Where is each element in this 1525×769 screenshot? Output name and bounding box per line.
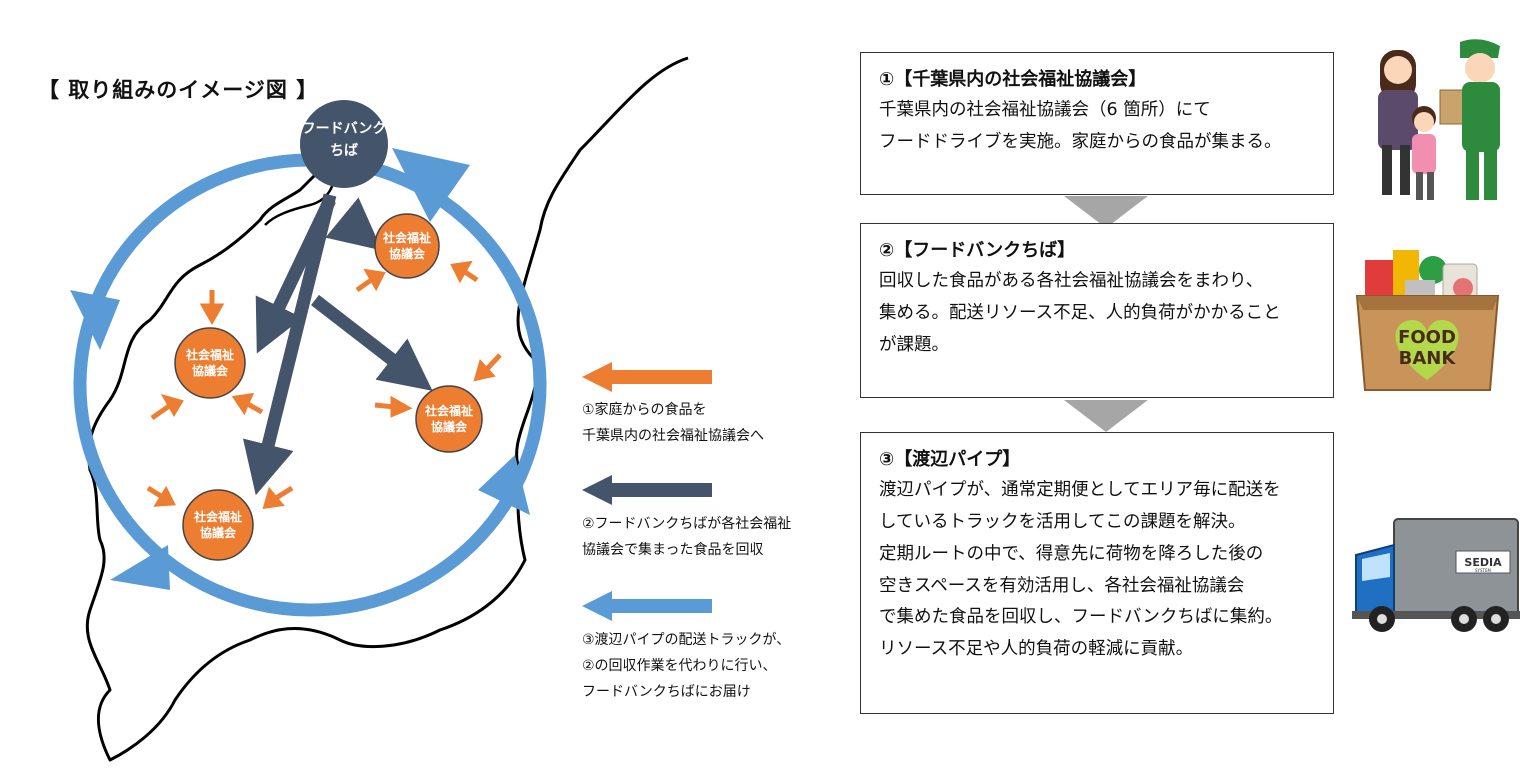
step-box-2: ②【フードバンクちば】 回収した食品がある各社会福祉協議会をまわり、 集める。配… [860,223,1334,398]
legend-text-2: ②フードバンクちばが各社会福祉協議会で集まった食品を回収 [582,516,792,558]
hub-node [300,100,388,188]
step-down-arrow [1064,196,1148,228]
step-title: ③【渡辺パイプ】 [879,449,1021,470]
step-down-arrow [1064,400,1148,432]
legend-text-3: ③渡辺パイプの配送トラックが、②の回収作業を代わりに行い、フードバンクちばにお届… [582,632,791,700]
truck-brand: SEDIA [1464,556,1502,569]
council-label: 社会福祉協議会 [193,510,242,541]
council-node [415,385,483,453]
ring-arrowhead [392,148,470,222]
family-donation-illustration [1378,39,1500,200]
ring-arrowhead [110,545,170,590]
food-bank-box-illustration: FOOD BANK [1355,250,1500,391]
foodbox-line2: BANK [1399,348,1457,369]
council-node [182,489,254,561]
step-box-3: ③【渡辺パイプ】 渡辺パイプが、通常定期便としてエリア毎に配送を しているトラッ… [860,432,1334,714]
step-title: ①【千葉県内の社会福祉協議会】 [879,69,1147,90]
council-node [174,327,246,399]
ring-arrowhead [70,290,120,350]
legend-arrow-orange [582,362,712,392]
legend-text-1: ①家庭からの食品を千葉県内の社会福祉協議会へ [582,402,764,444]
step-box-1: ①【千葉県内の社会福祉協議会】 千葉県内の社会福祉協議会（6 箇所）にて フード… [860,52,1334,195]
council-label: 社会福祉協議会 [424,404,473,435]
council-label: 社会福祉協議会 [185,348,234,379]
step-title: ②【フードバンクちば】 [879,240,1076,261]
foodbox-line1: FOOD [1398,327,1456,348]
legend-arrow-navy [582,475,712,505]
page-title: 【 取り組みのイメージ図 】 [38,78,319,102]
truck-brand-sub: SYSTEM [1475,568,1491,573]
legend-arrow-blue [582,591,712,621]
council-node [374,213,440,279]
ring-arrowhead [478,455,530,515]
hub-label: フードバンク ちば [301,121,387,160]
council-label: 社会福祉協議会 [382,231,431,262]
delivery-truck-illustration: SEDIA SYSTEM [1352,518,1520,632]
